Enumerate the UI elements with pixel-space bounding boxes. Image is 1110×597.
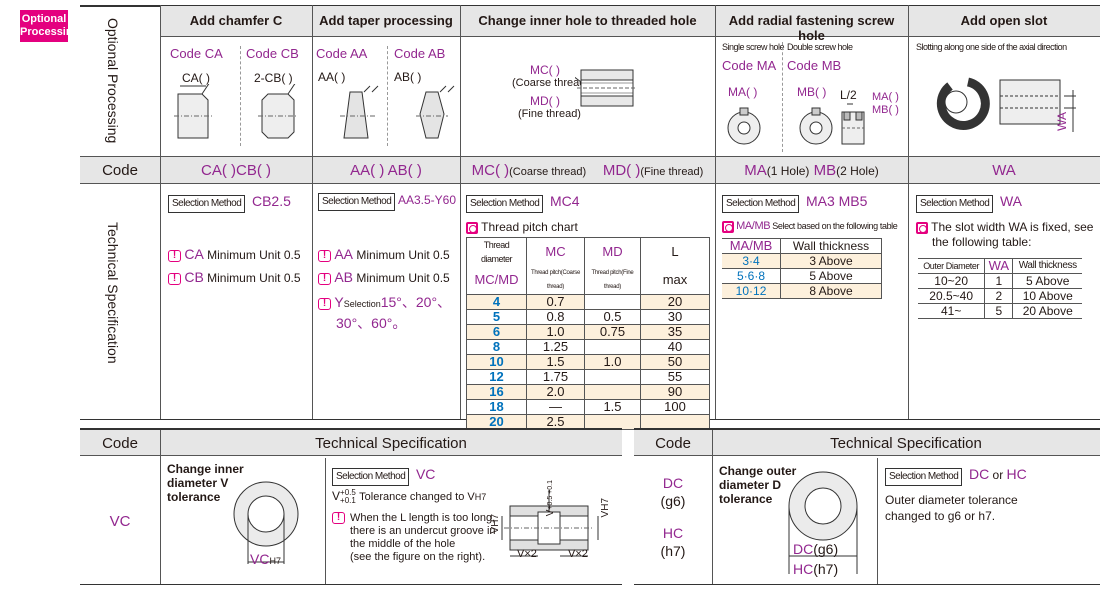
md-fig-label: MD( ) <box>530 94 560 108</box>
mb2-fig-label: MB( ) <box>872 104 899 116</box>
vc-dim-label: VCH7 <box>250 551 281 567</box>
vc-ring-drawing <box>233 481 299 564</box>
vc-code: VC <box>109 513 131 530</box>
hc-dim-label: HC(h7) <box>793 561 839 577</box>
code-thread: MC( )(Coarse thread) MD( )(Fine thread) <box>471 162 704 179</box>
vc-fig-vh7-left: VH7 <box>490 514 501 534</box>
vc-fig-vx2-right: V×2 <box>568 548 588 560</box>
vc-tolerance: V+0.5+0.1 Tolerance changed to VH7 <box>332 488 487 505</box>
row-label-code: Code <box>102 162 138 179</box>
vc-fig-vx2-left: V×2 <box>517 548 537 560</box>
radial-drawing <box>727 103 865 145</box>
chamfer-cb-min: ! CB Minimum Unit 0.5 <box>168 269 301 285</box>
taper-y-vals: 30°、60°。 <box>336 315 407 331</box>
row-label-optional: Optional Processing <box>105 18 121 144</box>
col-header-chamfer: Add chamfer C <box>189 13 283 28</box>
taper-drawing <box>340 85 455 139</box>
vc-header-row <box>80 430 622 456</box>
col-header-taper: Add taper processing <box>319 13 453 28</box>
taper-y-sel: ! YSelection15°、20°、 <box>318 292 451 312</box>
mb-fig-label: MB( ) <box>797 85 827 99</box>
md-fig-desc: (Fine thread) <box>518 108 581 120</box>
code-taper: AA( ) AB( ) <box>350 162 422 179</box>
ab-dim-label: AB( ) <box>394 70 422 84</box>
chamfer-ca-min: ! CA Minimum Unit 0.5 <box>168 246 301 262</box>
col-header-radial: Add radial fastening screw hole <box>728 13 895 43</box>
code-mb-label: Code MB <box>787 58 842 73</box>
dc-header-row <box>634 430 1100 456</box>
dc-selection: Selection Method DC or HC <box>885 466 1027 486</box>
chamfer-selection: Selection Method CB2.5 <box>168 193 291 213</box>
code-aa-label: Code AA <box>316 46 368 61</box>
vc-spec-header: Technical Specification <box>315 435 467 452</box>
l2-fig-label: L/2 <box>840 88 857 102</box>
vc-selection: Selection Method VC <box>332 466 435 486</box>
dc-dim-label: DC(g6) <box>793 541 839 557</box>
vc-fig-vh7-right: VH7 <box>600 498 611 518</box>
dc-ring-drawing <box>788 471 858 574</box>
chamfer-drawing <box>174 84 298 139</box>
col-header-thread: Change inner hole to threaded hole <box>478 13 697 28</box>
mc-fig-desc: (Coarse thread) <box>512 77 590 89</box>
col-header-row <box>160 6 1100 36</box>
vc-undercut-drawing <box>501 490 599 557</box>
slot-desc: Slotting along one side of the axial dir… <box>916 42 1067 52</box>
thread-pitch-table: Thread diameter MC MD L MC/MD Thread pit… <box>466 237 710 430</box>
taper-selection: Selection Method AA3.5-Y60 <box>318 193 456 211</box>
code-slot: WA <box>992 162 1016 179</box>
vc-note: ! When the L length is too long,there is… <box>332 512 496 563</box>
taper-ab-min: ! AB Minimum Unit 0.5 <box>318 269 450 285</box>
thread-drawing <box>575 69 637 107</box>
code-ab-label: Code AB <box>394 46 446 61</box>
vc-fig-v-mid: V+0.5 +0.1 <box>545 480 556 517</box>
code-ma-label: Code MA <box>722 58 777 73</box>
ma-fig-label: MA( ) <box>728 85 758 99</box>
wa-fig-label: WA <box>1055 112 1069 131</box>
mc-fig-label: MC( ) <box>530 63 560 77</box>
dc-code-header: Code <box>655 435 691 452</box>
vc-code-header: Code <box>102 435 138 452</box>
ca-dim-label: CA( ) <box>182 71 210 85</box>
code-row <box>80 156 1100 184</box>
code-chamfer: CA( )CB( ) <box>201 162 271 179</box>
code-radial: MA(1 Hole) MB(2 Hole) <box>744 162 879 179</box>
dc-code: DC(g6) HC(h7) <box>660 475 686 559</box>
dc-spec-header: Technical Specification <box>830 435 982 452</box>
cb-dim-label: 2-CB( ) <box>254 71 293 85</box>
radial-note: MA/MB Select based on the following tabl… <box>722 220 898 233</box>
code-ca-label: Code CA <box>170 46 223 61</box>
ma2-fig-label: MA( ) <box>872 91 899 103</box>
double-hole-label: Double screw hole <box>787 42 853 52</box>
row-label-tech: Technical Specification <box>105 222 121 364</box>
thread-selection: Selection Method MC4 <box>466 193 580 213</box>
slot-selection: Selection Method WA <box>916 193 1022 213</box>
code-cb-label: Code CB <box>246 46 299 61</box>
thread-chart-title: Thread pitch chart <box>466 220 578 234</box>
col-header-slot: Add open slot <box>960 13 1048 28</box>
slot-drawing <box>936 77 1076 132</box>
single-hole-label: Single screw hole <box>722 42 785 52</box>
aa-dim-label: AA( ) <box>318 70 346 84</box>
taper-aa-min: ! AA Minimum Unit 0.5 <box>318 246 450 262</box>
radial-selection: Selection Method MA3 MB5 <box>722 193 867 213</box>
optional-processing-badge: Optional Processing <box>20 10 79 42</box>
